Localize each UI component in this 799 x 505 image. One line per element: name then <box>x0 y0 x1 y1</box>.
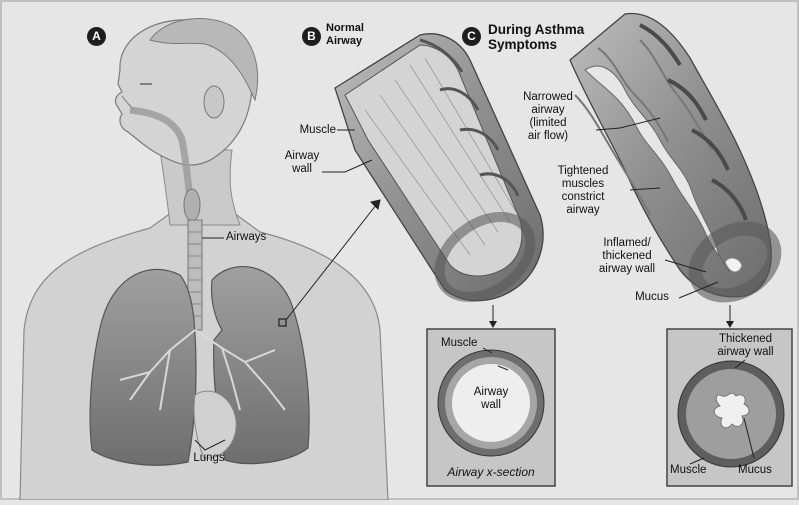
xs-asthma-muscle-label: Muscle <box>670 464 706 477</box>
panel-b-badge: B <box>302 27 321 46</box>
narrowed-airway-label: Narrowed airway (limited air flow) <box>503 91 593 143</box>
xs-normal-muscle-label: Muscle <box>441 337 477 350</box>
panel-c-badge: C <box>462 27 481 46</box>
mucus-label-c: Mucus <box>625 291 679 304</box>
airways-label: Airways <box>226 231 266 244</box>
inflamed-wall-label: Inflamed/ thickened airway wall <box>586 237 668 276</box>
xs-asthma-mucus-label: Mucus <box>738 464 772 477</box>
xs-asthma-wall-label: Thickened airway wall <box>698 333 793 359</box>
xs-normal-wall-label: Airway wall <box>460 386 522 412</box>
muscle-label-b: Muscle <box>280 124 336 137</box>
panel-c-title: During Asthma Symptoms <box>488 22 584 52</box>
xs-normal-caption: Airway x-section <box>427 466 555 479</box>
panel-a-badge: A <box>87 27 106 46</box>
airway-wall-label-b: Airway wall <box>282 150 322 176</box>
tightened-muscles-label: Tightened muscles constrict airway <box>537 165 629 217</box>
panel-b-title: Normal Airway <box>326 22 364 48</box>
lungs-label: Lungs <box>187 452 231 465</box>
